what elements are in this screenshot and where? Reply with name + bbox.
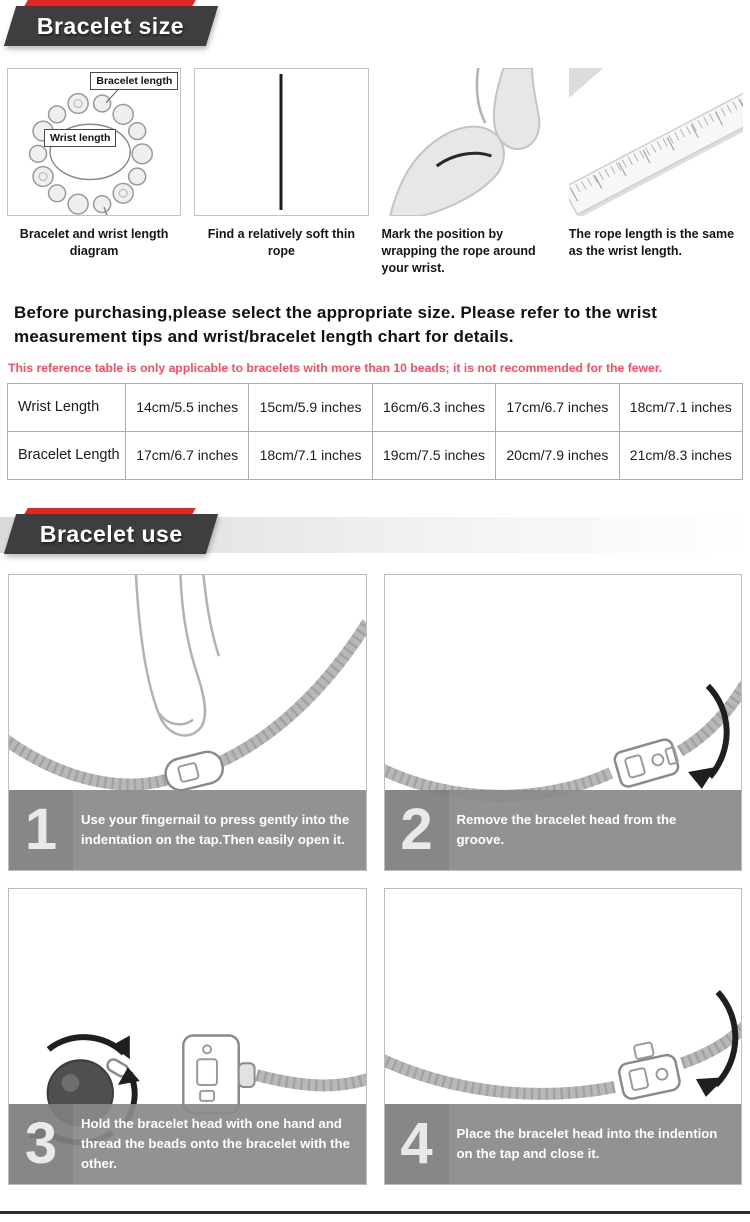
row-label: Bracelet Length [7,430,126,480]
curved-arrow-icon [695,989,738,1097]
close-clasp-illustration [384,989,741,1100]
row-label: Wrist Length [7,382,126,432]
thin-rope-icon [279,74,283,210]
clasp-icon [617,1041,681,1100]
use-step-panel-1: 1 Use your fingernail to press gently in… [8,573,367,871]
measure-step-4: The rope length is the same as the wrist… [568,68,743,277]
clasp-icon [613,738,679,788]
cell: 18cm/7.1 inches [618,382,744,432]
bracelet-diagram-icon [28,80,153,215]
cell: 17cm/6.7 inches [495,382,620,432]
cell: 20cm/7.9 inches [495,430,620,480]
banner-ribbon: Bracelet use [3,513,219,554]
use-steps-grid: 1 Use your fingernail to press gently in… [8,573,742,1185]
step-number: 3 [9,1103,73,1184]
figure-caption-3: Mark the position by wrapping the rope a… [381,227,536,275]
wrist-wrap-photo [381,68,556,216]
step-caption-band: 3 Hold the bracelet head with one hand a… [9,1103,366,1184]
step-caption-band: 2 Remove the bracelet head from the groo… [384,789,741,870]
bracelet-use-banner: Bracelet use [0,507,750,558]
ruler-icon [568,68,743,216]
step-number: 4 [384,1103,449,1184]
step-text: Use your fingernail to press gently into… [81,812,350,847]
use-step-panel-4: 4 Place the bracelet head into the inden… [383,887,742,1185]
bracelet-size-banner: Bracelet size [0,0,750,50]
use-step-panel-2: 2 Remove the bracelet head from the groo… [383,573,742,871]
curved-arrow-icon [687,683,730,789]
figure-caption-2: Find a relatively soft thin rope [207,227,355,258]
step-text: Place the bracelet head into the indenti… [456,1126,718,1161]
size-section: Bracelet size [0,0,750,480]
cell: 21cm/8.3 inches [618,430,744,480]
measure-step-2: Find a relatively soft thin rope [194,68,369,277]
cell: 17cm/6.7 inches [124,430,250,480]
cell: 16cm/6.3 inches [371,382,497,432]
use-section: Bracelet use [0,507,750,1185]
press-clasp-illustration [9,574,366,792]
cell: 18cm/7.1 inches [248,430,373,480]
use-step-panel-3: 3 Hold the bracelet head with one hand a… [8,887,367,1185]
size-guidance-text: Before purchasing,please select the appr… [14,302,658,346]
section-title-size: Bracelet size [37,12,185,39]
hands-wrist-icon [388,68,540,216]
step-number: 2 [384,789,449,870]
step-text: Hold the bracelet head with one hand and… [81,1116,350,1171]
wrist-length-label: Wrist length [44,129,117,147]
clasp-icon [164,750,224,792]
cell: 14cm/5.5 inches [124,382,250,432]
rope-image [194,68,369,216]
bracelet-length-row: Bracelet Length 17cm/6.7 inches 18cm/7.1… [7,430,744,480]
step-number: 1 [9,789,73,870]
step-caption-band: 1 Use your fingernail to press gently in… [9,789,366,870]
step-text: Remove the bracelet head from the groove… [456,812,677,847]
clasp-icon [182,1034,256,1114]
figure-caption-1: Bracelet and wrist length diagram [19,227,169,258]
bottom-divider [0,1210,750,1214]
bracelet-diagram-image: Bracelet length Wrist length [7,68,182,216]
bracelet-length-label: Bracelet length [90,72,179,90]
measurement-steps-row: Bracelet length Wrist length Bracelet an… [0,68,750,277]
measure-step-1: Bracelet length Wrist length Bracelet an… [7,68,182,277]
figure-caption-4: The rope length is the same as the wrist… [568,227,735,258]
step-caption-band: 4 Place the bracelet head into the inden… [384,1103,741,1184]
finger-icon [134,574,221,737]
cell: 15cm/5.9 inches [248,382,373,432]
measure-step-3: Mark the position by wrapping the rope a… [381,68,556,277]
section-title-use: Bracelet use [39,520,183,547]
cell: 19cm/7.5 inches [371,430,497,480]
ruler-photo [568,68,743,216]
size-chart: Wrist Length 14cm/5.5 inches 15cm/5.9 in… [7,382,744,480]
banner-ribbon: Bracelet size [3,6,219,46]
reference-note: This reference table is only applicable … [8,360,663,375]
wrist-length-row: Wrist Length 14cm/5.5 inches 15cm/5.9 in… [7,382,744,432]
